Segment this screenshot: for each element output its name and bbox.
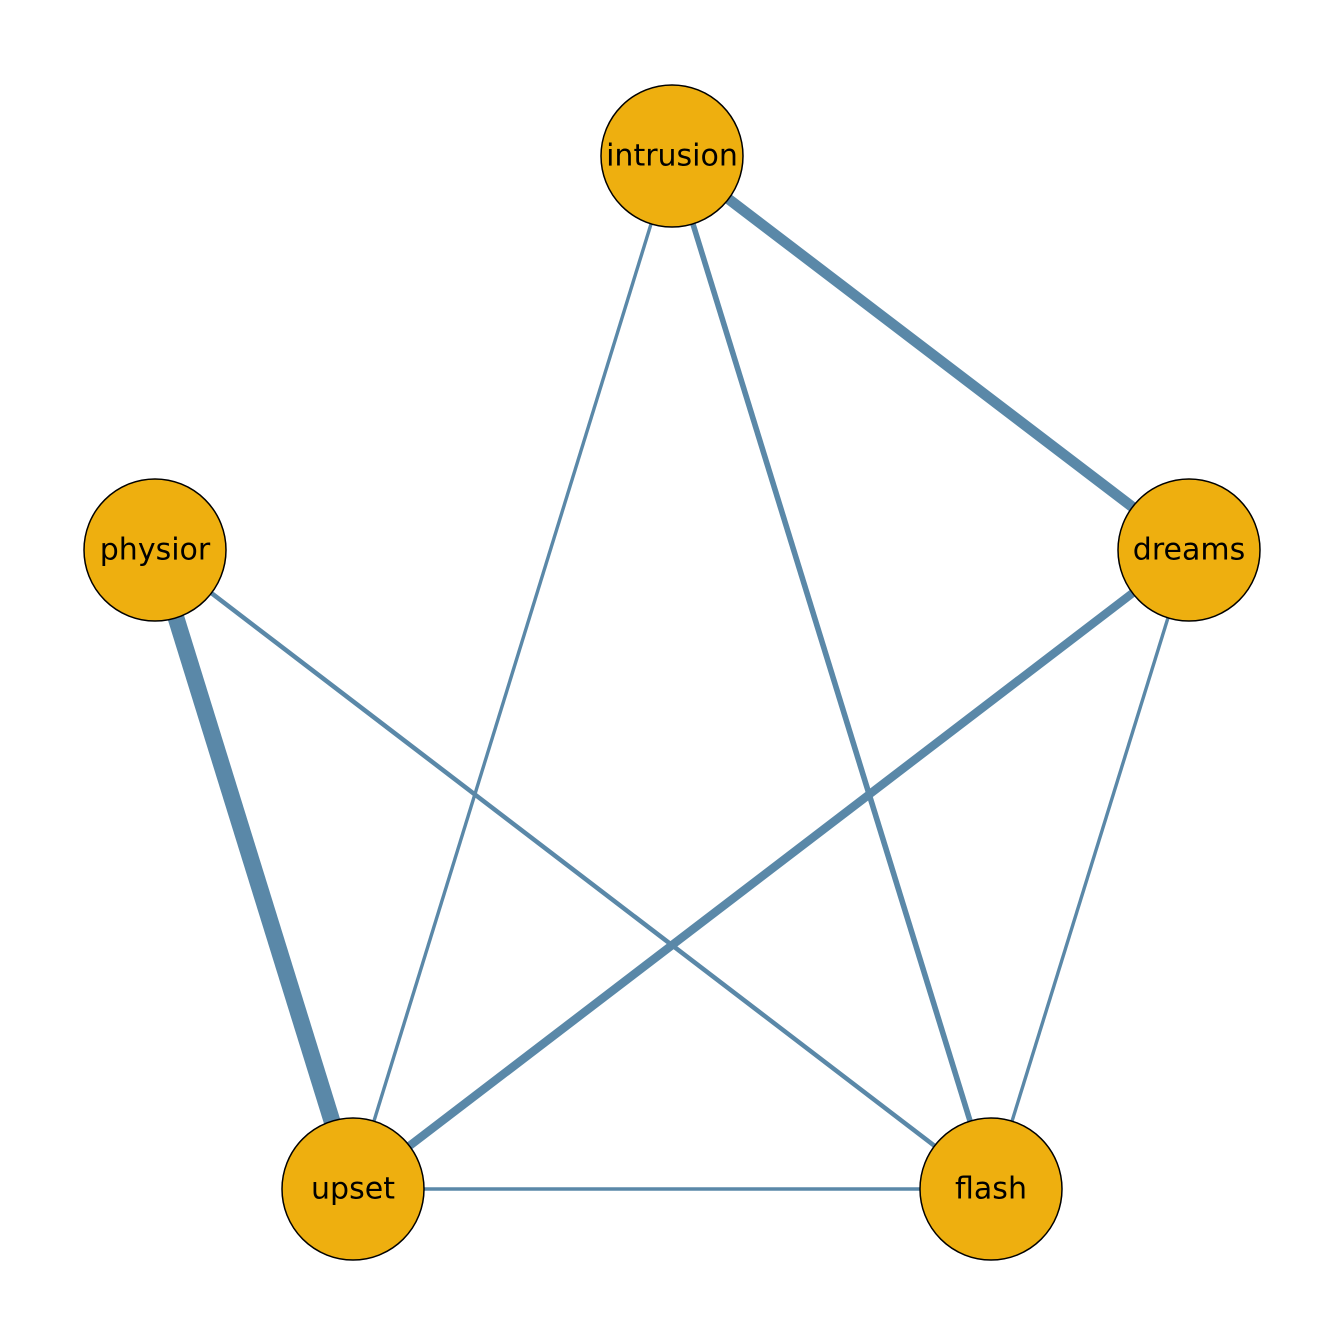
node-flash-circle <box>919 1117 1063 1261</box>
edge-dreams-flash <box>1010 617 1170 1122</box>
edge-physior-upset <box>167 615 341 1124</box>
node-physior-circle <box>83 478 227 622</box>
edge-intrusion-dreams <box>725 194 1136 512</box>
node-upset: upset <box>281 1117 425 1261</box>
node-flash: flash <box>919 1117 1063 1261</box>
node-upset-circle <box>281 1117 425 1261</box>
node-physior-label: physior <box>100 533 211 568</box>
node-intrusion-circle <box>600 84 744 228</box>
nodes-layer: intrusion dreams flash upset physior <box>83 84 1261 1261</box>
node-intrusion: intrusion <box>600 84 744 228</box>
node-physior: physior <box>83 478 227 622</box>
node-dreams-circle <box>1117 478 1261 622</box>
node-upset-label: upset <box>311 1172 395 1207</box>
edge-physior-flash <box>210 591 936 1148</box>
edge-dreams-upset <box>406 589 1136 1150</box>
node-dreams-label: dreams <box>1133 533 1245 568</box>
edges-layer <box>167 194 1170 1191</box>
node-intrusion-label: intrusion <box>606 139 738 174</box>
node-dreams: dreams <box>1117 478 1261 622</box>
edge-intrusion-upset <box>372 223 653 1122</box>
node-flash-label: flash <box>955 1172 1027 1207</box>
edge-intrusion-flash <box>690 222 973 1123</box>
